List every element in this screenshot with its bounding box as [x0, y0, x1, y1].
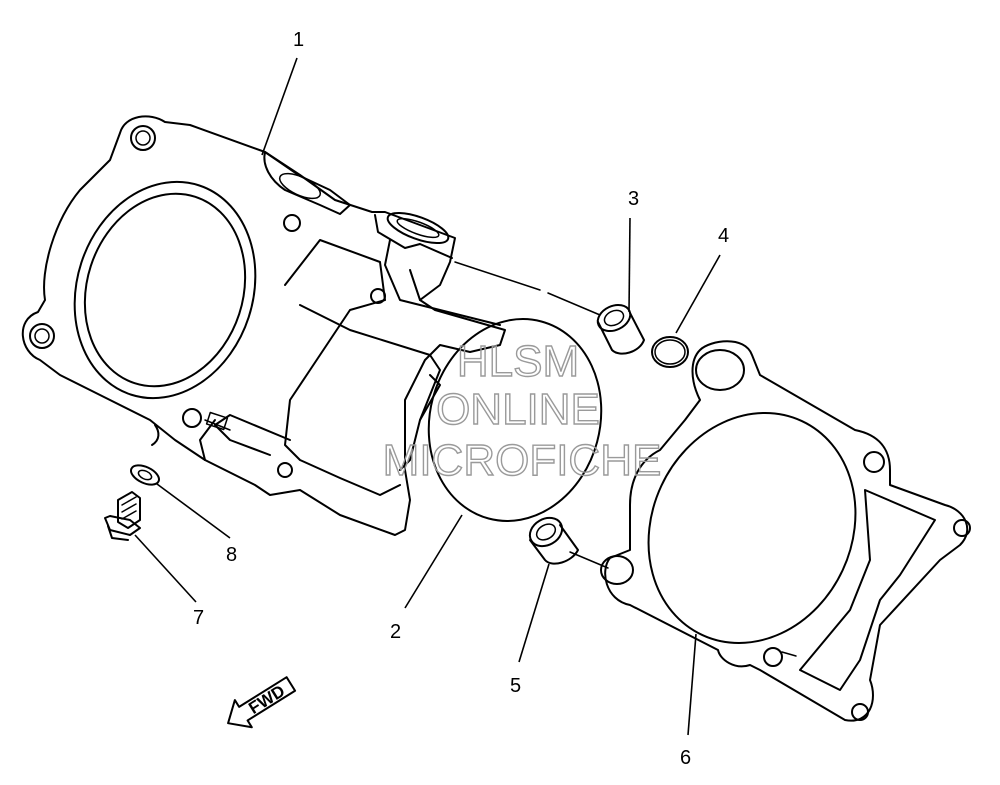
leader-1 — [261, 57, 298, 156]
watermark: HLSM ONLINE MICROFICHE — [382, 336, 662, 485]
head-gasket[interactable] — [600, 340, 971, 722]
o-ring[interactable] — [651, 336, 689, 368]
leader-2 — [404, 514, 463, 609]
watermark-line-2: ONLINE — [436, 385, 600, 434]
dowel-pin-upper[interactable] — [594, 300, 645, 355]
leader-4 — [675, 254, 721, 334]
callout-8: 8 — [226, 544, 237, 566]
leader-6 — [687, 633, 697, 736]
washer[interactable] — [128, 461, 162, 488]
leader-3 — [628, 217, 631, 313]
bolt[interactable] — [104, 491, 141, 541]
dowel-pin-lower[interactable] — [525, 512, 579, 565]
callout-3: 3 — [628, 188, 639, 210]
callout-7: 7 — [193, 607, 204, 629]
callout-5: 5 — [510, 675, 521, 697]
fwd-label: FWD — [245, 681, 288, 718]
watermark-line-3: MICROFICHE — [383, 436, 662, 485]
cylinder-gasket[interactable] — [406, 299, 623, 540]
cylinder-block[interactable] — [21, 115, 506, 536]
leader-5 — [518, 563, 550, 663]
callout-2: 2 — [390, 621, 401, 643]
leader-7 — [134, 534, 197, 603]
leader-8 — [156, 483, 231, 539]
watermark-line-1: HLSM — [457, 337, 579, 386]
callout-6: 6 — [680, 747, 691, 769]
callout-4: 4 — [718, 225, 729, 247]
callout-1: 1 — [293, 29, 304, 51]
fwd-direction-arrow: FWD — [227, 676, 297, 729]
